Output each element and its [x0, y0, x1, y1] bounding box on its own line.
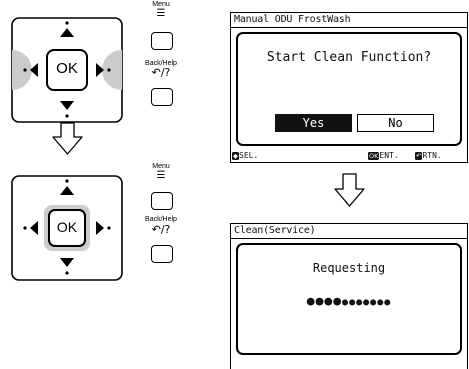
menu-button-top[interactable]: [151, 32, 173, 50]
progress-dot-filled: ●: [306, 294, 316, 309]
back-help-button-top[interactable]: [151, 88, 173, 106]
progress-dot-empty: ●: [349, 297, 357, 308]
requesting-dialog: Requesting ●●●●●●●●●●●: [236, 243, 462, 355]
dpad-top: [11, 17, 123, 123]
rtn-icon: ↶: [415, 151, 423, 160]
screen-title: Manual ODU FrostWash: [234, 14, 351, 25]
flow-arrow-icon-1: [52, 122, 83, 155]
screen-title: Clean(Service): [234, 225, 316, 236]
lcd-screen-requesting: Clean(Service) Requesting ●●●●●●●●●●●: [230, 223, 468, 369]
confirm-dialog: Start Clean Function? Yes No: [236, 32, 462, 146]
right-arrow-icon: [96, 63, 104, 77]
progress-dot-empty: ●: [377, 297, 385, 308]
left-arrow-icon: [30, 63, 38, 77]
ok-button-top[interactable]: OK: [56, 60, 78, 77]
sel-label: SEL.: [239, 151, 259, 160]
down-arrow-icon: [60, 101, 74, 110]
dpad-bottom: [11, 175, 123, 281]
rtn-label: RTN.: [422, 151, 442, 160]
progress-dot-empty: ●: [384, 297, 392, 308]
menu-button-bottom[interactable]: [151, 192, 173, 210]
progress-dot-filled: ●: [315, 294, 325, 309]
lcd-screen-confirm: Manual ODU FrostWash Start Clean Functio…: [230, 12, 468, 163]
menu-icon: ☰: [156, 8, 166, 19]
progress-dot-empty: ●: [356, 297, 364, 308]
progress-dot-empty: ●: [370, 297, 378, 308]
progress-dot-filled: ●: [324, 294, 334, 309]
flow-arrow-icon-2: [334, 173, 365, 207]
sel-icon: ◆: [232, 151, 239, 160]
ent-label: ENT.: [379, 151, 399, 160]
progress-dot-empty: ●: [363, 297, 371, 308]
back-help-icon: ↶/?: [151, 66, 171, 79]
status-bar: ◆SEL. OKENT. ↶RTN.: [231, 150, 467, 162]
ok-button-bottom[interactable]: OK: [56, 219, 78, 235]
menu-label-top: Menu: [152, 1, 170, 8]
no-button[interactable]: No: [357, 114, 434, 132]
dialog-prompt: Start Clean Function?: [266, 50, 432, 65]
title-divider: [231, 27, 467, 28]
left-highlight: [12, 50, 32, 90]
ent-icon: OK: [368, 151, 380, 160]
menu-label-bottom: Menu: [152, 163, 170, 170]
back-help-button-bottom[interactable]: [151, 245, 173, 263]
title-divider: [231, 238, 467, 239]
back-help-icon: ↶/?: [151, 223, 171, 236]
yes-button[interactable]: Yes: [275, 114, 352, 132]
back-help-label-top: Back/Help: [145, 60, 177, 67]
requesting-text: Requesting: [312, 261, 386, 275]
back-help-label-bottom: Back/Help: [145, 216, 177, 223]
menu-icon: ☰: [156, 170, 166, 181]
progress-dots: ●●●●●●●●●●●: [238, 291, 460, 309]
progress-dot-empty: ●: [342, 297, 350, 308]
progress-dot-filled: ●: [333, 294, 343, 309]
up-arrow-icon: [60, 28, 74, 37]
right-highlight: [102, 50, 122, 90]
